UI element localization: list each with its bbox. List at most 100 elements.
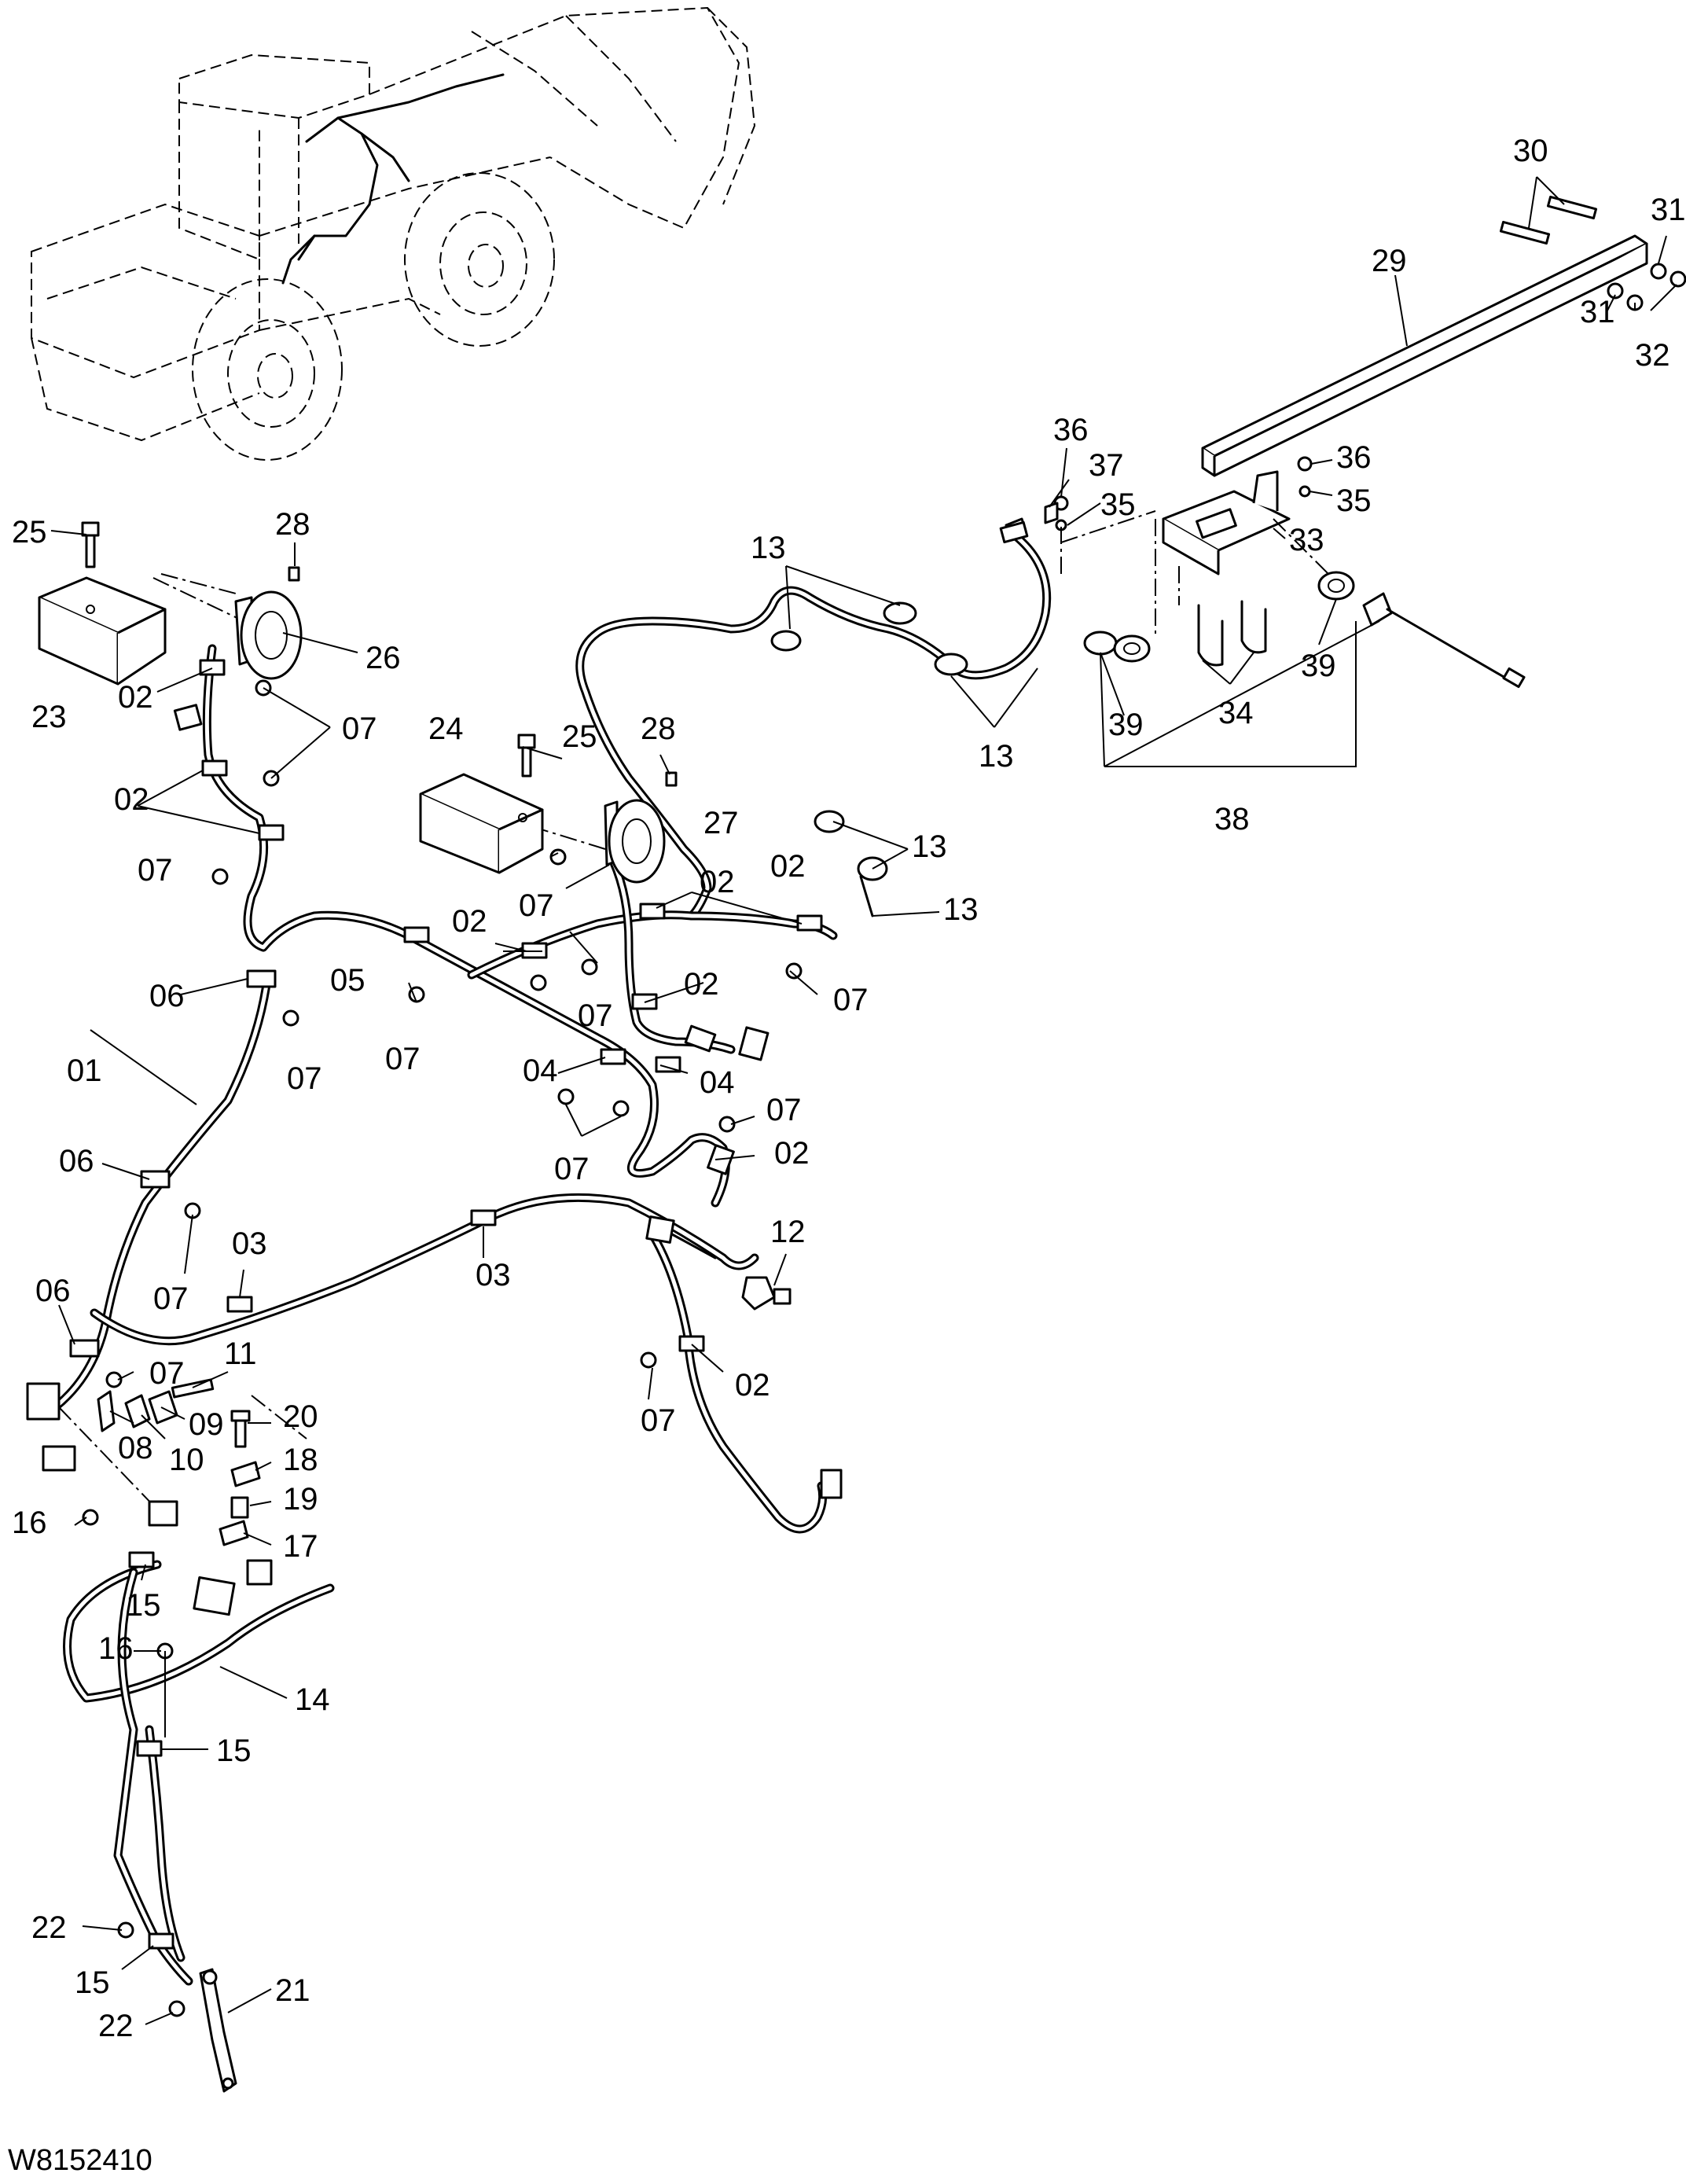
- callout-labels: 30 31 29 31 32 36 37 35 36 35 33 13 39 3…: [12, 134, 1686, 2043]
- callout-34: 34: [1218, 696, 1254, 730]
- callout-06: 06: [35, 1274, 71, 1308]
- callout-31: 31: [1651, 193, 1686, 227]
- callout-02: 02: [118, 680, 153, 715]
- callout-35: 35: [1100, 487, 1136, 522]
- callout-25: 25: [562, 719, 597, 754]
- part-34-u-bolts: [1197, 600, 1267, 667]
- callout-03: 03: [476, 1258, 511, 1292]
- callout-13: 13: [943, 892, 979, 927]
- callout-28: 28: [275, 507, 310, 542]
- callout-06: 06: [59, 1144, 94, 1178]
- callout-22: 22: [31, 1910, 67, 1945]
- part-07-screws: [82, 679, 803, 2017]
- part-38-sensor: [1362, 592, 1526, 689]
- part-29-bracket-bar: [1201, 234, 1648, 477]
- callout-08: 08: [118, 1431, 153, 1465]
- callout-07: 07: [766, 1093, 802, 1127]
- callout-15: 15: [75, 1965, 110, 2000]
- part-27-horn: [604, 799, 666, 884]
- callout-02: 02: [774, 1136, 810, 1171]
- callout-35: 35: [1336, 483, 1372, 518]
- assembly-guide-lines: [58, 510, 1329, 1510]
- callout-17: 17: [283, 1529, 318, 1564]
- part-30-bolts: [1499, 195, 1598, 245]
- callout-26: 26: [365, 641, 401, 675]
- callout-15: 15: [216, 1734, 252, 1768]
- callout-27: 27: [703, 806, 739, 840]
- callout-19: 19: [283, 1482, 318, 1517]
- callout-25: 25: [12, 515, 47, 550]
- callout-02: 02: [700, 865, 735, 899]
- callout-36: 36: [1053, 413, 1089, 447]
- callout-28: 28: [641, 711, 676, 746]
- callout-11: 11: [224, 1337, 257, 1371]
- callout-07: 07: [578, 998, 613, 1033]
- callout-14: 14: [295, 1682, 330, 1717]
- main-harness-01: [50, 644, 838, 1986]
- callout-02: 02: [770, 849, 806, 884]
- callout-10: 10: [169, 1443, 204, 1477]
- callout-13: 13: [912, 829, 947, 864]
- callout-07: 07: [287, 1061, 322, 1096]
- part-12-pressure-switch: [670, 1233, 792, 1311]
- callout-07: 07: [153, 1281, 189, 1316]
- callout-05: 05: [330, 963, 365, 998]
- callout-16: 16: [12, 1506, 47, 1540]
- callout-39: 39: [1108, 708, 1144, 742]
- small-hardware-08-20: [97, 1378, 261, 1546]
- part-25-bolts: [81, 521, 536, 778]
- callout-07: 07: [833, 983, 869, 1017]
- machine-overview-illustration: [31, 6, 756, 461]
- callout-24: 24: [428, 711, 464, 746]
- harness-connectors: [26, 704, 843, 1616]
- part-33-mount-bracket: [1162, 470, 1291, 575]
- drawing-code: W8152410: [8, 2144, 152, 2177]
- part-39-washers: [1083, 571, 1355, 663]
- callout-03: 03: [232, 1226, 267, 1261]
- part-35-36-37-fasteners: [1005, 456, 1313, 539]
- callout-04: 04: [523, 1053, 558, 1088]
- callout-06: 06: [149, 979, 185, 1013]
- callout-02: 02: [114, 782, 149, 817]
- callout-33: 33: [1289, 523, 1324, 557]
- callout-07: 07: [519, 888, 554, 923]
- callout-12: 12: [770, 1215, 806, 1249]
- callout-39: 39: [1301, 649, 1336, 683]
- callout-20: 20: [283, 1399, 318, 1434]
- callout-leader-lines: [50, 176, 1677, 2025]
- callout-13: 13: [751, 531, 786, 565]
- callout-13: 13: [979, 739, 1014, 774]
- callout-02: 02: [684, 967, 719, 1002]
- callout-02: 02: [452, 904, 487, 939]
- part-31-32-nuts: [1607, 263, 1686, 311]
- callout-36: 36: [1336, 440, 1372, 475]
- callout-32: 32: [1635, 338, 1670, 373]
- part-24-cover: [419, 773, 544, 874]
- callout-01: 01: [67, 1053, 102, 1088]
- callout-38: 38: [1214, 802, 1250, 836]
- callout-37: 37: [1089, 448, 1124, 483]
- callout-22: 22: [98, 2009, 134, 2043]
- part-26-horn: [234, 590, 303, 680]
- callout-07: 07: [385, 1042, 421, 1076]
- callout-16: 16: [98, 1631, 134, 1666]
- callout-23: 23: [31, 700, 67, 734]
- callout-30: 30: [1513, 134, 1548, 168]
- callout-07: 07: [342, 711, 377, 746]
- callout-07: 07: [149, 1356, 185, 1391]
- callout-02: 02: [735, 1368, 770, 1403]
- callout-04: 04: [700, 1065, 735, 1100]
- callout-29: 29: [1372, 244, 1407, 278]
- callout-18: 18: [283, 1443, 318, 1477]
- part-21-bracket: [199, 1968, 237, 2093]
- callout-31: 31: [1580, 295, 1615, 329]
- callout-09: 09: [189, 1407, 224, 1442]
- callout-07: 07: [138, 853, 173, 888]
- callout-07: 07: [554, 1152, 590, 1186]
- part-23-cover: [38, 576, 167, 686]
- callout-15: 15: [126, 1588, 161, 1623]
- callout-21: 21: [275, 1973, 310, 2008]
- callout-07: 07: [641, 1403, 676, 1438]
